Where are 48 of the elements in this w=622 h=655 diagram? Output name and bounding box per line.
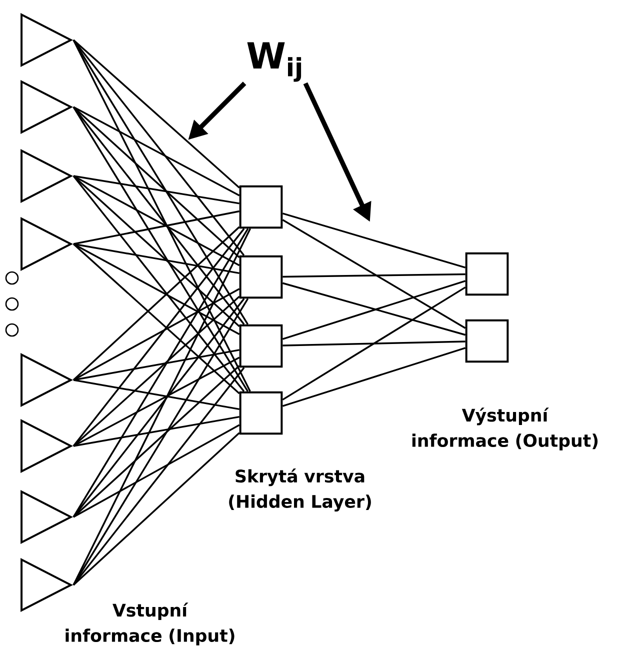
connection-line	[72, 228, 249, 518]
neuron-box	[465, 252, 509, 296]
connection-line	[73, 356, 240, 447]
weight-label: W$_{ij}$	[247, 42, 302, 82]
neuron-box	[465, 319, 509, 363]
connection-line	[72, 365, 240, 518]
connection-line	[73, 288, 240, 381]
connection-line	[72, 106, 240, 258]
connection-line	[73, 424, 240, 518]
connection-line	[72, 39, 240, 188]
connection-line	[72, 226, 240, 381]
connection-line	[72, 40, 248, 325]
connection-line	[72, 175, 245, 392]
connection-line	[73, 175, 240, 266]
connection-line	[282, 347, 466, 407]
neuron-box	[239, 255, 283, 299]
connection-line	[72, 106, 245, 325]
connection-line	[73, 243, 240, 335]
neuron-box	[239, 391, 283, 435]
layer-label: Výstupní informace (Output)	[412, 408, 598, 450]
connection-line	[72, 40, 251, 392]
connection-line	[72, 228, 252, 586]
connection-line	[72, 228, 245, 447]
connection-line	[282, 340, 466, 346]
connection-line	[72, 175, 240, 328]
connection-line	[72, 298, 249, 586]
connection-line	[282, 219, 466, 329]
connection-line	[73, 243, 240, 274]
connection-line	[73, 379, 240, 410]
connection-line	[72, 106, 248, 392]
layer-label: Skrytá vrstva (Hidden Layer)	[229, 468, 371, 512]
neuron-box	[239, 185, 283, 229]
connection-line	[73, 349, 240, 381]
connection-line	[73, 210, 240, 245]
connection-line	[282, 273, 466, 278]
connection-line	[72, 367, 245, 586]
connection-line	[282, 212, 466, 268]
connection-line	[72, 243, 240, 394]
connection-line	[73, 106, 240, 196]
connection-line	[72, 432, 240, 586]
connection-line	[73, 416, 240, 447]
connection-line	[72, 39, 245, 256]
connection-line	[282, 286, 466, 400]
neuron-box	[239, 324, 283, 368]
connection-line	[72, 298, 245, 518]
layer-label: Vstupní informace (Input)	[66, 602, 234, 646]
connection-line	[73, 175, 240, 204]
connection-line	[72, 296, 240, 447]
